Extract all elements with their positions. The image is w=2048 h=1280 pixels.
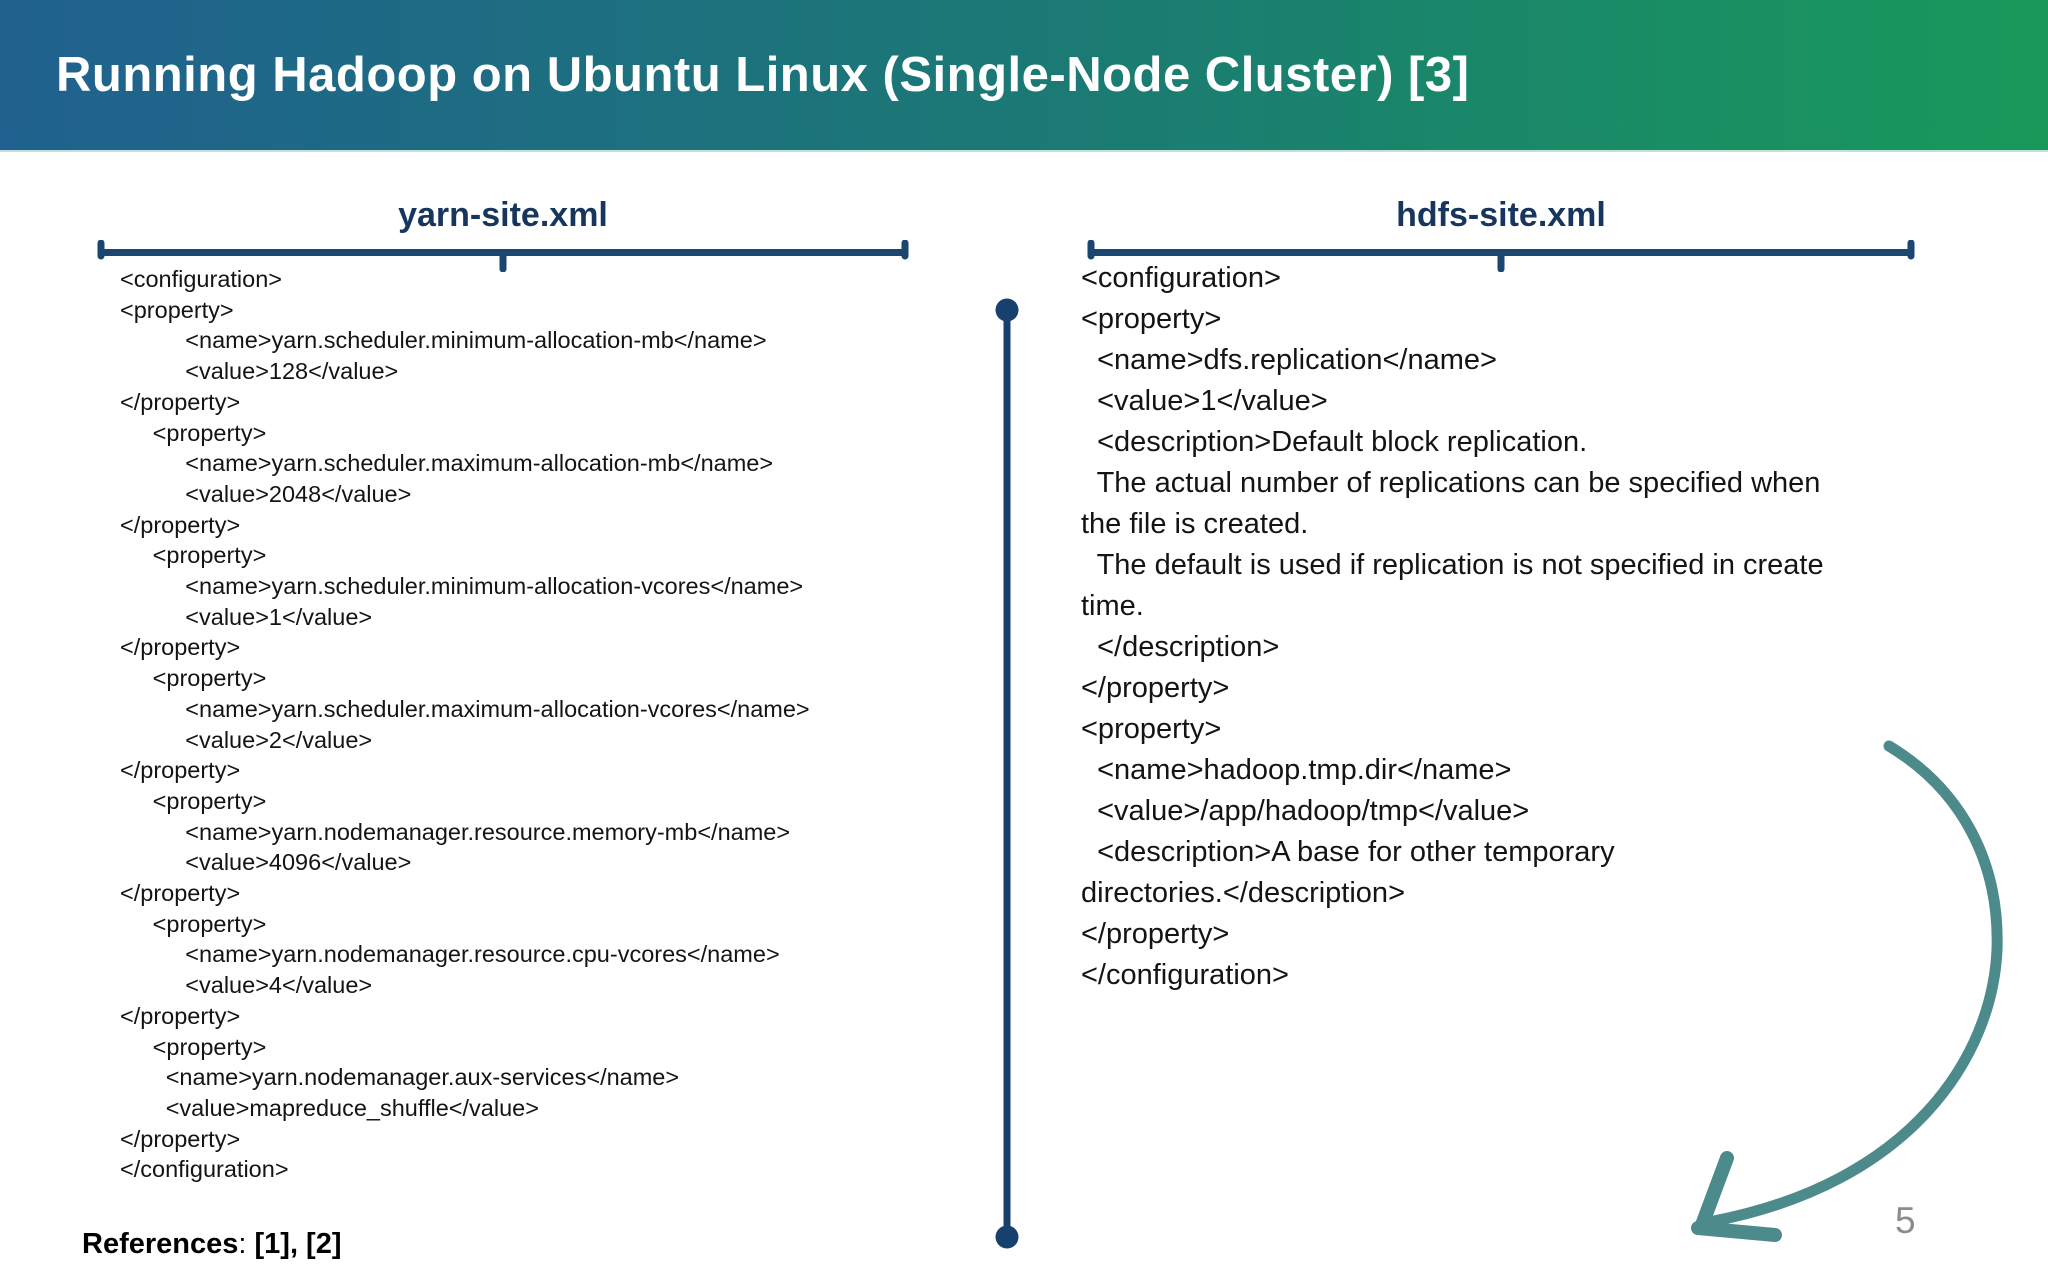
code-line: <name>yarn.nodemanager.resource.cpu-vcor… bbox=[120, 941, 780, 968]
code-line: <name>yarn.scheduler.maximum-allocation-… bbox=[120, 695, 810, 722]
code-line: </configuration> bbox=[120, 1156, 289, 1183]
code-line: The actual number of replications can be… bbox=[1081, 467, 1821, 499]
hdfs-site-title: hdfs-site.xml bbox=[1396, 196, 1606, 234]
code-line: </property> bbox=[120, 634, 241, 661]
hand-drawn-curved-arrow-icon bbox=[1691, 740, 2003, 1242]
code-line: directories.</description> bbox=[1081, 877, 1405, 909]
code-line: <property> bbox=[120, 787, 267, 814]
code-line: </property> bbox=[1081, 918, 1230, 950]
references-items: [1], [2] bbox=[254, 1228, 342, 1260]
vertical-divider-line-icon bbox=[995, 298, 1019, 1249]
page-title: Running Hadoop on Ubuntu Linux (Single-N… bbox=[56, 48, 1470, 102]
code-line: <value>4096</value> bbox=[120, 849, 412, 876]
code-line: <configuration> bbox=[1081, 262, 1281, 294]
header-bar: Running Hadoop on Ubuntu Linux (Single-N… bbox=[0, 0, 2048, 152]
page-number: 5 bbox=[1895, 1200, 1916, 1241]
code-line: <description>Default block replication. bbox=[1081, 426, 1588, 458]
code-line: </configuration> bbox=[1081, 959, 1289, 991]
code-line: The default is used if replication is no… bbox=[1081, 549, 1824, 581]
code-line: <name>yarn.nodemanager.aux-services</nam… bbox=[120, 1064, 680, 1091]
code-line: time. bbox=[1081, 590, 1144, 622]
code-line: <property> bbox=[1081, 303, 1222, 335]
yarn-site-title: yarn-site.xml bbox=[398, 196, 608, 234]
code-line: <property> bbox=[120, 419, 267, 446]
code-line: <value>1</value> bbox=[120, 603, 373, 630]
code-line: <property> bbox=[120, 910, 267, 937]
references-separator: : bbox=[238, 1228, 255, 1260]
code-line: <value>2</value> bbox=[120, 726, 373, 753]
code-line: <name>yarn.scheduler.minimum-allocation-… bbox=[120, 327, 767, 354]
code-line: <property> bbox=[120, 665, 267, 692]
code-line: </description> bbox=[1081, 631, 1280, 663]
code-line: <description>A base for other temporary bbox=[1081, 836, 1615, 868]
code-line: </property> bbox=[120, 880, 241, 907]
code-line: <name>hadoop.tmp.dir</name> bbox=[1081, 754, 1512, 786]
code-line: <value>128</value> bbox=[120, 358, 399, 385]
underbrace-bracket-icon bbox=[1087, 240, 1915, 272]
underbrace-bracket-icon bbox=[97, 240, 909, 272]
code-line: <name>yarn.nodemanager.resource.memory-m… bbox=[120, 818, 791, 845]
code-line: <value>4</value> bbox=[120, 972, 373, 999]
code-line: </property> bbox=[120, 1125, 241, 1152]
code-line: <value>1</value> bbox=[1081, 385, 1328, 417]
code-line: <value>/app/hadoop/tmp</value> bbox=[1081, 795, 1530, 827]
code-line: </property> bbox=[120, 388, 241, 415]
code-line: <name>yarn.scheduler.maximum-allocation-… bbox=[120, 450, 774, 477]
code-line: <name>yarn.scheduler.minimum-allocation-… bbox=[120, 573, 804, 600]
code-line: the file is created. bbox=[1081, 508, 1309, 540]
code-line: <property> bbox=[120, 1033, 267, 1060]
code-line: </property> bbox=[120, 1002, 241, 1029]
code-line: </property> bbox=[1081, 672, 1230, 704]
references-line: References: [1], [2] bbox=[82, 1228, 342, 1261]
yarn-site-code: <configuration> <property> <name>yarn.sch… bbox=[120, 264, 810, 1185]
code-line: <configuration> bbox=[120, 266, 283, 292]
code-line: </property> bbox=[120, 511, 241, 538]
code-line: <value>mapreduce_shuffle</value> bbox=[120, 1094, 539, 1121]
code-line: </property> bbox=[120, 757, 241, 784]
references-label: References bbox=[82, 1228, 239, 1260]
hdfs-site-code: <configuration> <property> <name>dfs.repl… bbox=[1081, 258, 1824, 996]
code-line: <property> bbox=[120, 296, 234, 323]
code-line: <name>dfs.replication</name> bbox=[1081, 344, 1497, 376]
code-line: <property> bbox=[120, 542, 267, 569]
code-line: <property> bbox=[1081, 713, 1222, 745]
code-line: <value>2048</value> bbox=[120, 480, 412, 507]
